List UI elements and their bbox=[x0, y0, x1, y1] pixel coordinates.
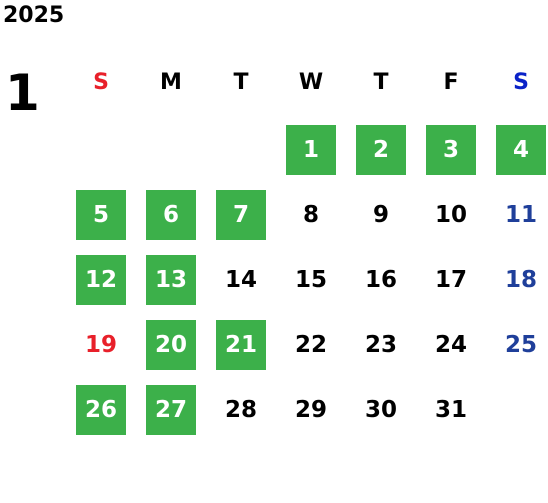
day-cell-21[interactable]: 21 bbox=[216, 320, 266, 370]
weekday-header-3: W bbox=[298, 69, 324, 95]
day-cell-25[interactable]: 25 bbox=[504, 332, 537, 358]
day-cell-22[interactable]: 22 bbox=[294, 332, 327, 358]
day-cell-15[interactable]: 15 bbox=[294, 267, 327, 293]
day-cell-2[interactable]: 2 bbox=[356, 125, 406, 175]
day-cell-13[interactable]: 13 bbox=[146, 255, 196, 305]
weekday-header-6: S bbox=[513, 69, 529, 95]
day-cell-19[interactable]: 19 bbox=[84, 332, 117, 358]
day-cell-11[interactable]: 11 bbox=[504, 202, 537, 228]
day-cell-8[interactable]: 8 bbox=[302, 202, 319, 228]
day-cell-29[interactable]: 29 bbox=[294, 397, 327, 423]
day-cell-28[interactable]: 28 bbox=[224, 397, 257, 423]
day-cell-24[interactable]: 24 bbox=[434, 332, 467, 358]
day-cell-7[interactable]: 7 bbox=[216, 190, 266, 240]
day-cell-31[interactable]: 31 bbox=[434, 397, 467, 423]
day-cell-6[interactable]: 6 bbox=[146, 190, 196, 240]
day-cell-4[interactable]: 4 bbox=[496, 125, 546, 175]
weekday-header-0: S bbox=[93, 69, 109, 95]
day-cell-12[interactable]: 12 bbox=[76, 255, 126, 305]
day-cell-17[interactable]: 17 bbox=[434, 267, 467, 293]
day-cell-18[interactable]: 18 bbox=[504, 267, 537, 293]
day-cell-5[interactable]: 5 bbox=[76, 190, 126, 240]
weekday-header-4: T bbox=[373, 69, 389, 95]
day-cell-14[interactable]: 14 bbox=[224, 267, 257, 293]
day-cell-26[interactable]: 26 bbox=[76, 385, 126, 435]
day-cell-20[interactable]: 20 bbox=[146, 320, 196, 370]
day-cell-30[interactable]: 30 bbox=[364, 397, 397, 423]
day-cell-16[interactable]: 16 bbox=[364, 267, 397, 293]
weekday-header-5: F bbox=[443, 69, 459, 95]
day-cell-1[interactable]: 1 bbox=[286, 125, 336, 175]
year-label: 2025 bbox=[3, 3, 65, 28]
day-cell-23[interactable]: 23 bbox=[364, 332, 397, 358]
day-cell-10[interactable]: 10 bbox=[434, 202, 467, 228]
weekday-header-2: T bbox=[233, 69, 249, 95]
day-cell-9[interactable]: 9 bbox=[372, 202, 389, 228]
day-cell-27[interactable]: 27 bbox=[146, 385, 196, 435]
weekday-header-1: M bbox=[160, 69, 182, 95]
month-label: 1 bbox=[5, 64, 40, 122]
day-cell-3[interactable]: 3 bbox=[426, 125, 476, 175]
